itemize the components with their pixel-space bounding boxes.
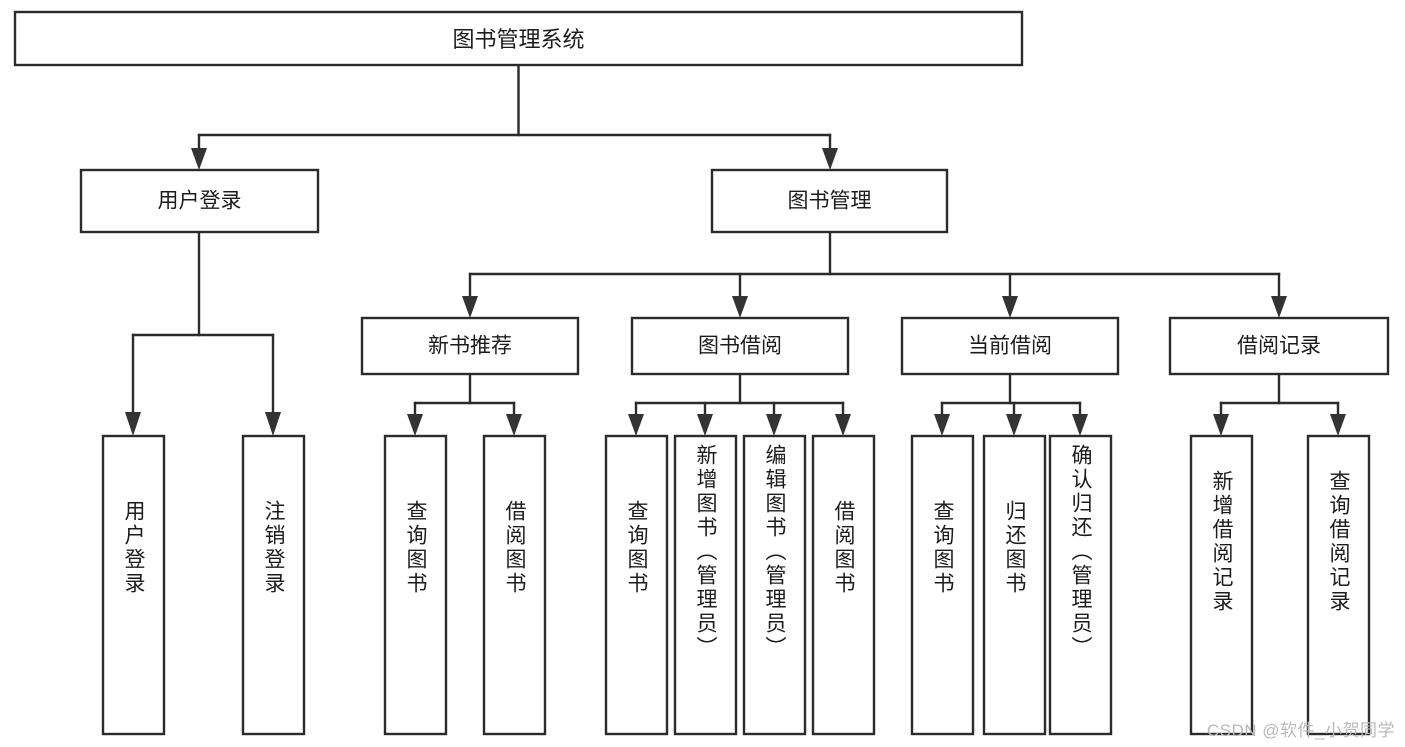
connector-group-newbook [407,372,522,436]
node-new-book-recommend[interactable]: 新书推荐 [360,316,580,376]
connector-group-userlogin [125,230,281,436]
leaf-box-user-login[interactable] [101,434,166,736]
leaf-box-logout[interactable] [241,434,306,736]
connector-group-bookmgmt [462,230,1287,318]
node-book-borrow-label: 图书借阅 [698,335,782,358]
arrow-head-userlogin-leaf-1 [125,412,141,436]
arrow-head-bookmgmt-to-current [1002,296,1018,318]
leaf-box-borrow-book-recommend[interactable] [482,434,547,736]
arrow-head-root-to-userlogin [191,148,207,170]
arrow-head-borrow-leaf-1 [628,414,644,436]
connector-group-records [1213,372,1346,436]
leaf-box-add-book-admin[interactable] [673,434,738,736]
arrow-head-userlogin-leaf-2 [265,412,281,436]
node-book-management-box [710,168,949,234]
arrow-head-newbook-leaf-1 [407,414,423,436]
arrow-head-root-to-bookmgmt [822,148,838,170]
node-borrow-records[interactable]: 借阅记录 [1168,316,1390,376]
leaf-box-add-borrow-record[interactable] [1189,434,1254,736]
arrow-head-current-leaf-2 [1006,414,1022,436]
node-new-book-recommend-label: 新书推荐 [428,335,512,358]
node-root-box [13,10,1024,67]
node-user-login-label: 用户登录 [158,190,242,213]
node-book-borrow[interactable]: 图书借阅 [630,316,850,376]
node-book-borrow-box [630,316,850,376]
node-root[interactable]: 图书管理系统 [13,10,1024,67]
arrow-head-borrow-leaf-3 [766,414,782,436]
leaf-boxes [101,434,1371,736]
leaf-box-query-book-recommend[interactable] [383,434,448,736]
arrow-head-records-leaf-1 [1213,414,1229,436]
csdn-watermark: CSDN @软件_小贺同学 [1206,721,1395,740]
node-root-label: 图书管理系统 [452,27,584,52]
leaf-box-confirm-return-admin[interactable] [1048,434,1113,736]
arrow-head-current-leaf-1 [934,414,950,436]
node-current-borrow-label: 当前借阅 [968,335,1052,358]
node-borrow-records-box [1168,316,1390,376]
node-user-login-box [79,168,320,234]
leaf-box-borrow-book[interactable] [811,434,876,736]
leaf-box-query-book-borrow[interactable] [604,434,669,736]
leaf-box-query-borrow-record[interactable] [1306,434,1371,736]
node-current-borrow[interactable]: 当前借阅 [900,316,1120,376]
leaf-box-return-book[interactable] [982,434,1047,736]
node-new-book-recommend-box [360,316,580,376]
node-book-management-label: 图书管理 [788,190,872,213]
arrow-head-borrow-leaf-2 [697,414,713,436]
node-current-borrow-box [900,316,1120,376]
connector-group-borrow [628,372,851,436]
arrow-head-bookmgmt-to-borrow [732,296,748,318]
connector-group-current [934,372,1088,436]
node-borrow-records-label: 借阅记录 [1237,335,1321,358]
arrow-head-current-leaf-3 [1072,414,1088,436]
arrow-head-bookmgmt-to-records [1271,296,1287,318]
leaf-box-query-book-current[interactable] [910,434,975,736]
arrow-head-borrow-leaf-4 [835,414,851,436]
arrow-head-records-leaf-2 [1330,414,1346,436]
node-book-management[interactable]: 图书管理 [710,168,949,234]
leaf-box-edit-book-admin[interactable] [742,434,807,736]
arrow-head-bookmgmt-to-newbook [462,296,478,318]
arrow-head-newbook-leaf-2 [506,414,522,436]
connector-group-root [191,63,838,170]
node-user-login[interactable]: 用户登录 [79,168,320,234]
